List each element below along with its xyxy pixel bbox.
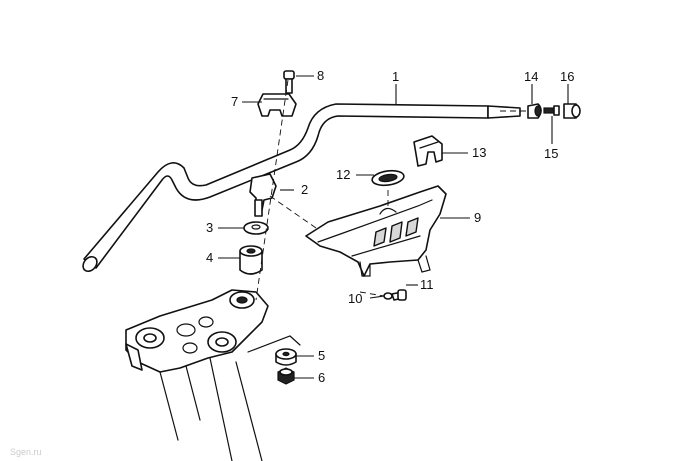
fork-bridge-part	[125, 289, 301, 461]
callout-12: 12	[336, 167, 350, 182]
callout-labels: 1 2 3 4 5 6 7 8 9 10 11 12 13 14 15 16	[206, 68, 574, 385]
callout-11: 11	[420, 277, 434, 292]
leader-lines	[218, 75, 569, 379]
nut-part[interactable]	[277, 367, 295, 385]
callout-14: 14	[524, 69, 538, 84]
callout-1: 1	[392, 69, 399, 84]
watermark: Sgen.ru	[10, 447, 42, 457]
handlebar-clamp-part[interactable]	[257, 93, 297, 117]
callout-3: 3	[206, 220, 213, 235]
washer-small-part[interactable]	[383, 292, 393, 300]
bar-end-insert-part[interactable]	[527, 103, 542, 119]
callout-8: 8	[317, 68, 324, 83]
clamp-bolt-part[interactable]	[283, 70, 295, 94]
cable-guide-part[interactable]	[371, 169, 405, 187]
screw-part[interactable]	[391, 289, 407, 301]
callout-5: 5	[318, 348, 325, 363]
callout-16: 16	[560, 69, 574, 84]
rubber-mount-part[interactable]	[275, 348, 297, 366]
bar-end-weight-part[interactable]	[563, 103, 581, 119]
assembly-lines	[255, 79, 528, 301]
callout-7: 7	[231, 94, 238, 109]
handlebar-part[interactable]	[80, 103, 521, 274]
callout-13: 13	[472, 145, 486, 160]
clamp-lower-part[interactable]	[249, 173, 277, 217]
callout-2: 2	[301, 182, 308, 197]
washer-part[interactable]	[243, 221, 269, 235]
callout-10: 10	[348, 291, 362, 306]
bar-end-screw-part[interactable]	[543, 105, 560, 116]
callout-4: 4	[206, 250, 213, 265]
holder-part[interactable]	[413, 135, 443, 167]
callout-6: 6	[318, 370, 325, 385]
handlebar-cover-part[interactable]	[305, 185, 447, 277]
callout-15: 15	[544, 146, 558, 161]
rubber-bushing-part[interactable]	[239, 245, 263, 275]
callout-9: 9	[474, 210, 481, 225]
